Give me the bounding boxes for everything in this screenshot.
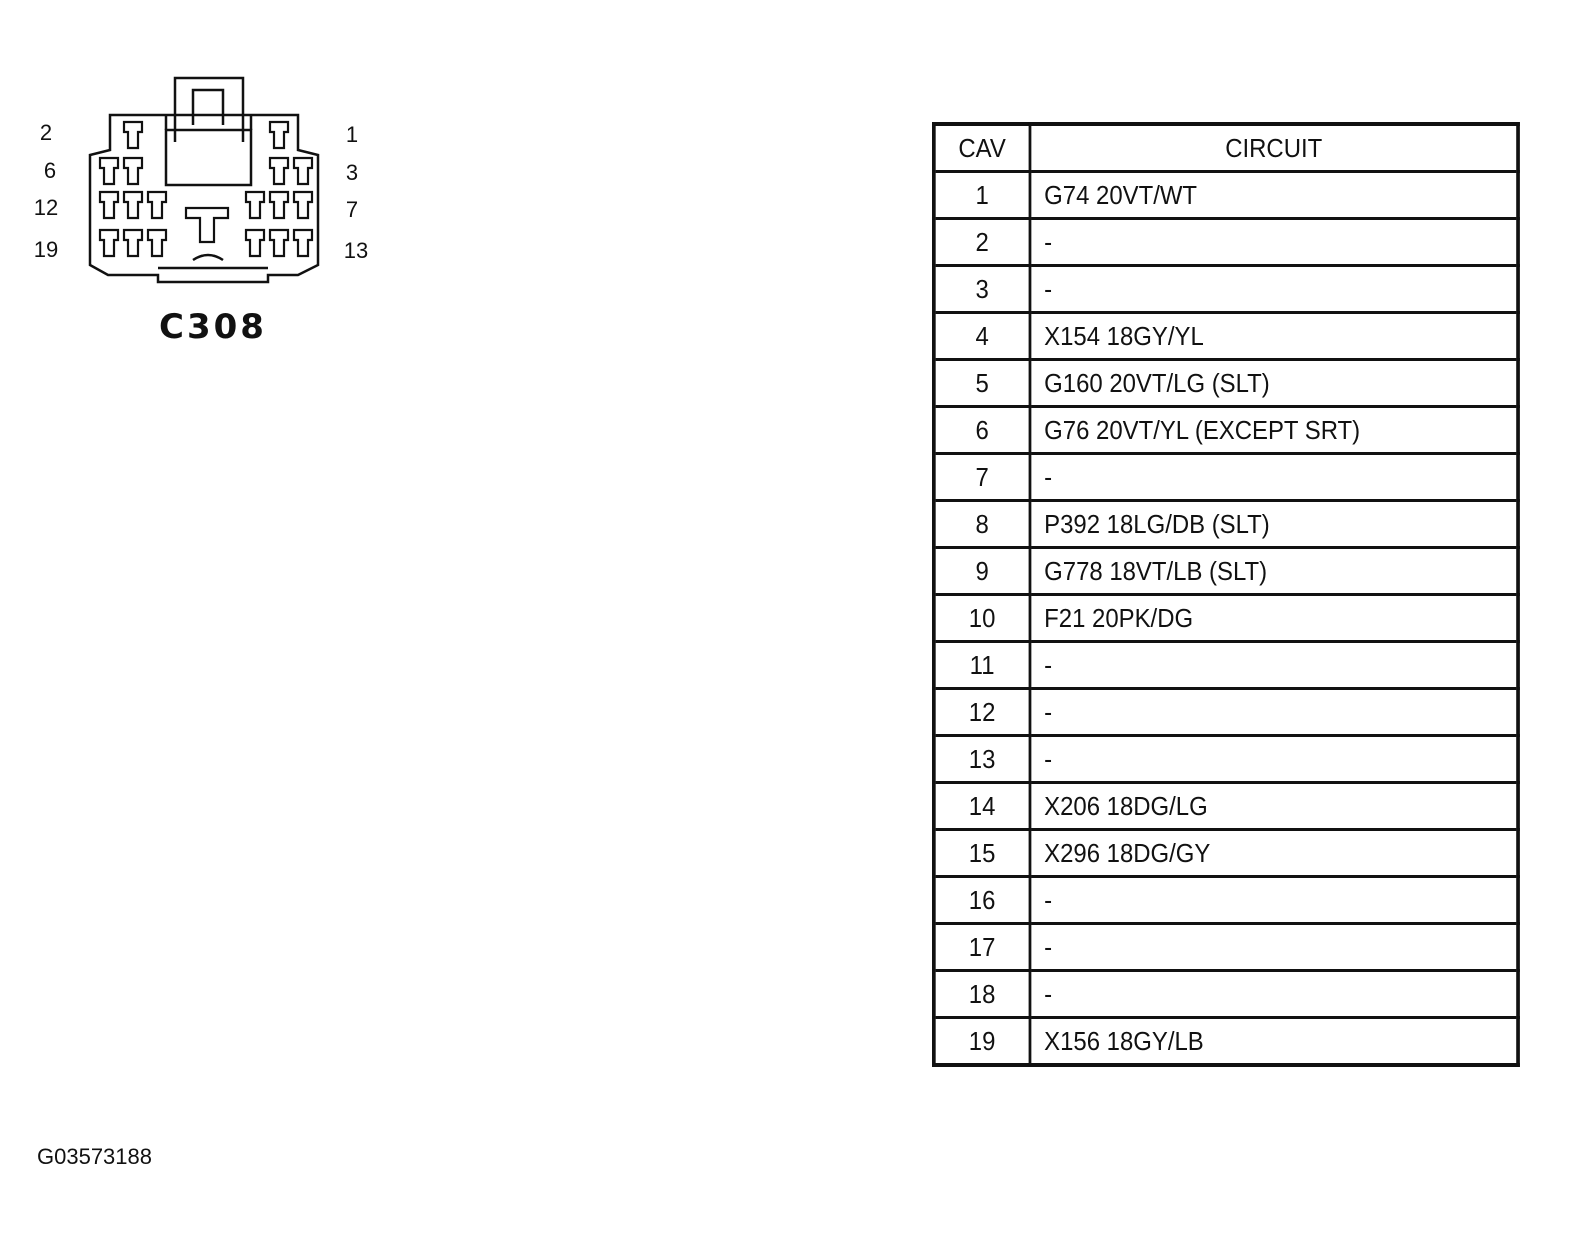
table-row: 2-	[932, 217, 1520, 267]
circuit-cell: G74 20VT/WT	[1028, 170, 1520, 220]
connector-face-drawing: 2 6 12 19 1 3 7 13 C308	[34, 76, 368, 347]
cav-cell: 19	[932, 1016, 1032, 1067]
circuit-cell: -	[1028, 922, 1520, 972]
cav-cell: 9	[932, 546, 1032, 596]
cav-cell: 17	[932, 922, 1032, 972]
cav-cell: 2	[932, 217, 1032, 267]
connector-name: C308	[159, 307, 267, 347]
terminal-cavities	[98, 120, 314, 258]
circuit-cell: -	[1028, 640, 1520, 690]
pin-label-19: 19	[34, 237, 58, 262]
circuit-cell: F21 20PK/DG	[1028, 593, 1520, 643]
cav-cell: 12	[932, 687, 1032, 737]
table-row: 11-	[932, 640, 1520, 690]
cav-cell: 16	[932, 875, 1032, 925]
table-row: 7-	[932, 452, 1520, 502]
circuit-cell: -	[1028, 217, 1520, 267]
terminal-cavity	[98, 156, 120, 186]
circuit-header: CIRCUIT	[1028, 122, 1520, 173]
circuit-cell: G778 18VT/LB (SLT)	[1028, 546, 1520, 596]
table-row: 17-	[932, 922, 1520, 972]
circuit-cell: -	[1028, 875, 1520, 925]
pin-label-3: 3	[346, 160, 358, 185]
cav-cell: 15	[932, 828, 1032, 878]
circuit-cell: -	[1028, 452, 1520, 502]
terminal-cavity	[268, 228, 290, 258]
terminal-cavity	[268, 156, 290, 186]
circuit-cell: G76 20VT/YL (EXCEPT SRT)	[1028, 405, 1520, 455]
cav-cell: 11	[932, 640, 1032, 690]
cav-header: CAV	[932, 122, 1032, 173]
table-header-row: CAV CIRCUIT	[932, 122, 1520, 173]
pin-label-1: 1	[346, 122, 358, 147]
circuit-cell: P392 18LG/DB (SLT)	[1028, 499, 1520, 549]
pin-label-12: 12	[34, 195, 58, 220]
terminal-cavity	[268, 120, 290, 150]
terminal-cavity	[244, 190, 266, 220]
figure-id: G03573188	[37, 1144, 152, 1169]
cav-cell: 10	[932, 593, 1032, 643]
table-row: 3-	[932, 264, 1520, 314]
cav-cell: 1	[932, 170, 1032, 220]
pin-label-6: 6	[44, 158, 56, 183]
terminal-cavity	[292, 156, 314, 186]
connector-latch	[173, 76, 245, 142]
cav-cell: 13	[932, 734, 1032, 784]
terminal-cavity	[122, 228, 144, 258]
terminal-cavity	[244, 228, 266, 258]
terminal-cavity	[292, 190, 314, 220]
terminal-cavity	[268, 190, 290, 220]
pin-label-13: 13	[344, 238, 368, 263]
pin-label-7: 7	[346, 197, 358, 222]
terminal-cavity	[122, 190, 144, 220]
terminal-cavity	[98, 190, 120, 220]
table-row: 13-	[932, 734, 1520, 784]
circuit-cell: -	[1028, 734, 1520, 784]
terminal-cavity	[98, 228, 120, 258]
connector-key	[184, 206, 230, 244]
cav-cell: 7	[932, 452, 1032, 502]
circuit-cell: X154 18GY/YL	[1028, 311, 1520, 361]
connector-diagram: 2 6 12 19 1 3 7 13 C308	[28, 70, 378, 360]
cav-cell: 3	[932, 264, 1032, 314]
circuit-cell: -	[1028, 687, 1520, 737]
cav-cell: 18	[932, 969, 1032, 1019]
connector-center-window	[164, 128, 253, 187]
connector-housing	[88, 113, 320, 284]
table-row: 16-	[932, 875, 1520, 925]
circuit-cell: X206 18DG/LG	[1028, 781, 1520, 831]
terminal-cavity	[146, 190, 168, 220]
circuit-cell: G160 20VT/LG (SLT)	[1028, 358, 1520, 408]
pin-label-2: 2	[40, 120, 52, 145]
terminal-cavity	[122, 156, 144, 186]
table-row: 18-	[932, 969, 1520, 1019]
circuit-cell: X156 18GY/LB	[1028, 1016, 1520, 1067]
terminal-cavity	[122, 120, 144, 150]
terminal-cavity	[292, 228, 314, 258]
circuit-cell: X296 18DG/GY	[1028, 828, 1520, 878]
cav-cell: 6	[932, 405, 1032, 455]
cav-cell: 5	[932, 358, 1032, 408]
table-row: 12-	[932, 687, 1520, 737]
cav-cell: 14	[932, 781, 1032, 831]
cav-cell: 4	[932, 311, 1032, 361]
circuit-cell: -	[1028, 264, 1520, 314]
terminal-cavity	[146, 228, 168, 258]
cav-cell: 8	[932, 499, 1032, 549]
circuit-cell: -	[1028, 969, 1520, 1019]
